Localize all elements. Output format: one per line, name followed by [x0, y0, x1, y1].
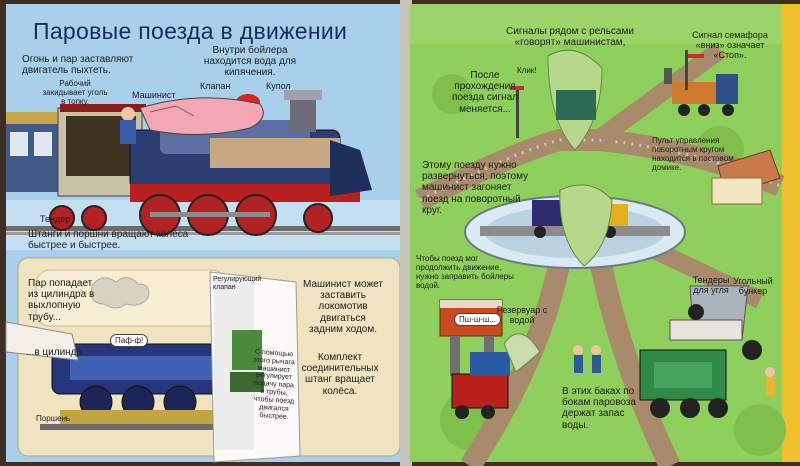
label-boiler-water: Внутри бойлера находится вода для кипяче… — [203, 45, 297, 79]
passenger-coach — [6, 112, 66, 192]
label-piston: Поршень — [36, 414, 71, 423]
label-valve: Клапан — [200, 81, 231, 91]
red-engine — [451, 333, 541, 419]
label-steam-cylinder: Пар попадает из цилиндра в выхлопную тру… — [28, 278, 95, 323]
label-into-cylinder: ...в цилиндр. — [26, 347, 85, 358]
folding-card — [209, 271, 301, 463]
label-driver-reverse: Машинист может заставить локомотив двига… — [303, 279, 383, 335]
label-semaphore: Сигнал семафора «вниз» означает «Стоп». — [692, 30, 768, 61]
signal-post-left — [516, 86, 519, 138]
signal-engine — [664, 68, 738, 116]
signal-box — [711, 149, 781, 205]
speech-bubble-puff: Паф-ф! — [110, 334, 149, 347]
label-turn-engine: Этому поезду нужно развернуться, поэтому… — [422, 160, 529, 216]
label-click: Клик! — [517, 66, 537, 75]
label-coal-bunker: Угольный бункер — [733, 276, 773, 297]
signal-post-right — [685, 50, 688, 90]
workers — [573, 345, 775, 395]
label-fire-steam: Огонь и пар заставляют двигатель пыхтеть… — [22, 54, 134, 77]
driver-figure — [120, 107, 136, 144]
page-title: Паровые поезда в движении — [33, 18, 348, 44]
label-rods-wheels: Штанги и поршни вращают колёса быстрее и… — [28, 229, 189, 252]
speech-bubble-whistle: Пш-ш-ш... — [454, 313, 501, 326]
label-tenders-coal: Тендеры для угля — [692, 275, 730, 296]
label-card-text: С помощью этого рычага машинист регулиру… — [253, 348, 295, 421]
label-continue-journey: Чтобы поезд мог продолжить движение, нуж… — [416, 254, 514, 290]
label-coupling-rods: Комплект соединительных штанг вращает ко… — [301, 352, 379, 397]
label-control-panel: Пульт управления поворотным кругом наход… — [652, 136, 734, 172]
coal-bunker — [669, 285, 762, 360]
label-dome: Купол — [266, 81, 291, 91]
lower-locomotive — [5, 321, 260, 430]
green-engine — [639, 349, 728, 418]
label-after-train: После прохождения поезда сигнал меняется… — [451, 70, 518, 115]
label-water-reservoir: Резервуар с водой — [496, 305, 548, 326]
label-side-tanks: В этих баках по бокам паровоза держат за… — [562, 386, 636, 431]
label-tender: Тендер — [40, 214, 71, 224]
label-signals: Сигналы рядом с рельсами «говорят» машин… — [506, 26, 634, 49]
label-fireman: Рабочий закидывает уголь в топку. — [42, 79, 108, 106]
label-driver: Машинист — [132, 90, 176, 100]
popup-leaf-middle — [559, 184, 613, 267]
label-regulator: Регулирующий клапан — [213, 276, 262, 291]
